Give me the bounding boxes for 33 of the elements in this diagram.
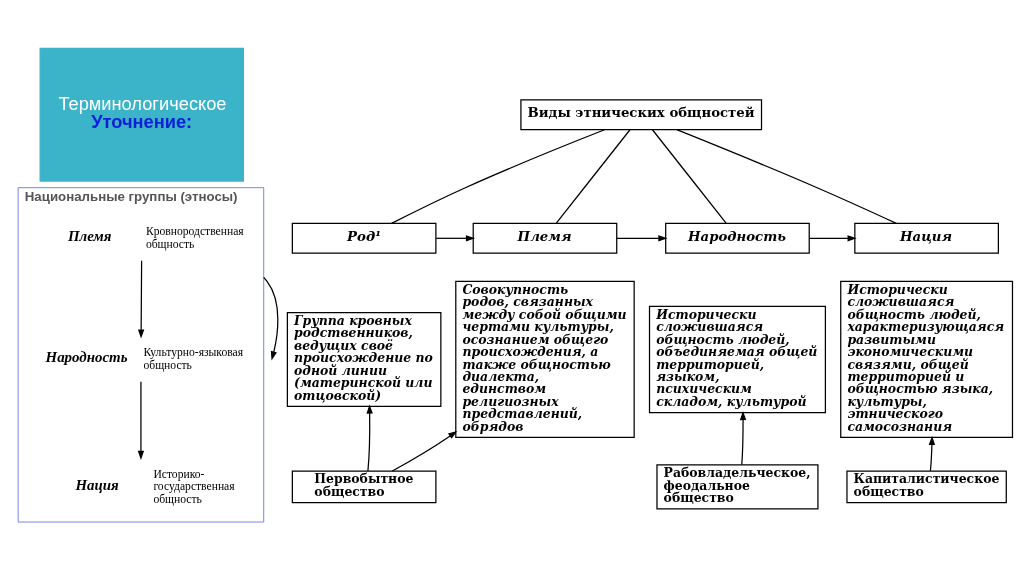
arrow xyxy=(263,276,279,360)
node-box: Рабовладельческое, феодальное общество xyxy=(656,463,819,509)
node-box: Род¹ xyxy=(291,222,437,254)
node-box: Группа кровных родственников, ведущих своё происхождение по одной линии (материнской или отцовской) xyxy=(286,311,442,407)
node-box: Капиталистическое общество xyxy=(846,469,1007,503)
node-box: Совокупность родов, связанных между собой общими чертами культуры, осознанием общего происхождения, а также общностью диалекта, единством религиозных представлений, обрядов xyxy=(455,280,635,438)
node-box: Первобытное общество xyxy=(291,469,437,503)
node-text: Народность xyxy=(45,348,128,365)
connector xyxy=(651,128,727,224)
arrow xyxy=(808,234,857,241)
node-box: Нация xyxy=(854,222,999,254)
node-box: Племя xyxy=(472,222,618,254)
arrow xyxy=(366,403,373,471)
connector xyxy=(676,128,897,224)
node-box: Исторически сложившаяся общность людей, характеризующаяся развитыми экономическими связями, общей территорией и общностью языка, культуры, этнического самосознания xyxy=(840,280,1014,438)
arrow xyxy=(435,234,476,241)
arrow xyxy=(137,380,145,460)
arrow xyxy=(928,435,936,472)
connector xyxy=(390,128,606,224)
arrow xyxy=(391,430,458,472)
arrow xyxy=(616,234,668,241)
node-label: Кровнородственная общность xyxy=(145,224,244,251)
arrow xyxy=(739,410,747,465)
node-box: Народность xyxy=(665,222,810,254)
node-text: Племя xyxy=(67,227,112,244)
node-box: Виды этнических общностей xyxy=(520,98,763,130)
node-label: Историко-государственная общность xyxy=(153,467,235,506)
connector xyxy=(555,128,631,224)
node-box: Исторически сложившаяся общность людей, объединяемая общей территорией, языком, психическим складом, культурой xyxy=(648,305,826,413)
arrow xyxy=(137,259,145,339)
node-text: Нация xyxy=(75,476,119,493)
node-box: Терминологическое Уточнение: xyxy=(39,47,244,182)
node-label: Культурно-языковая общность xyxy=(143,345,244,372)
